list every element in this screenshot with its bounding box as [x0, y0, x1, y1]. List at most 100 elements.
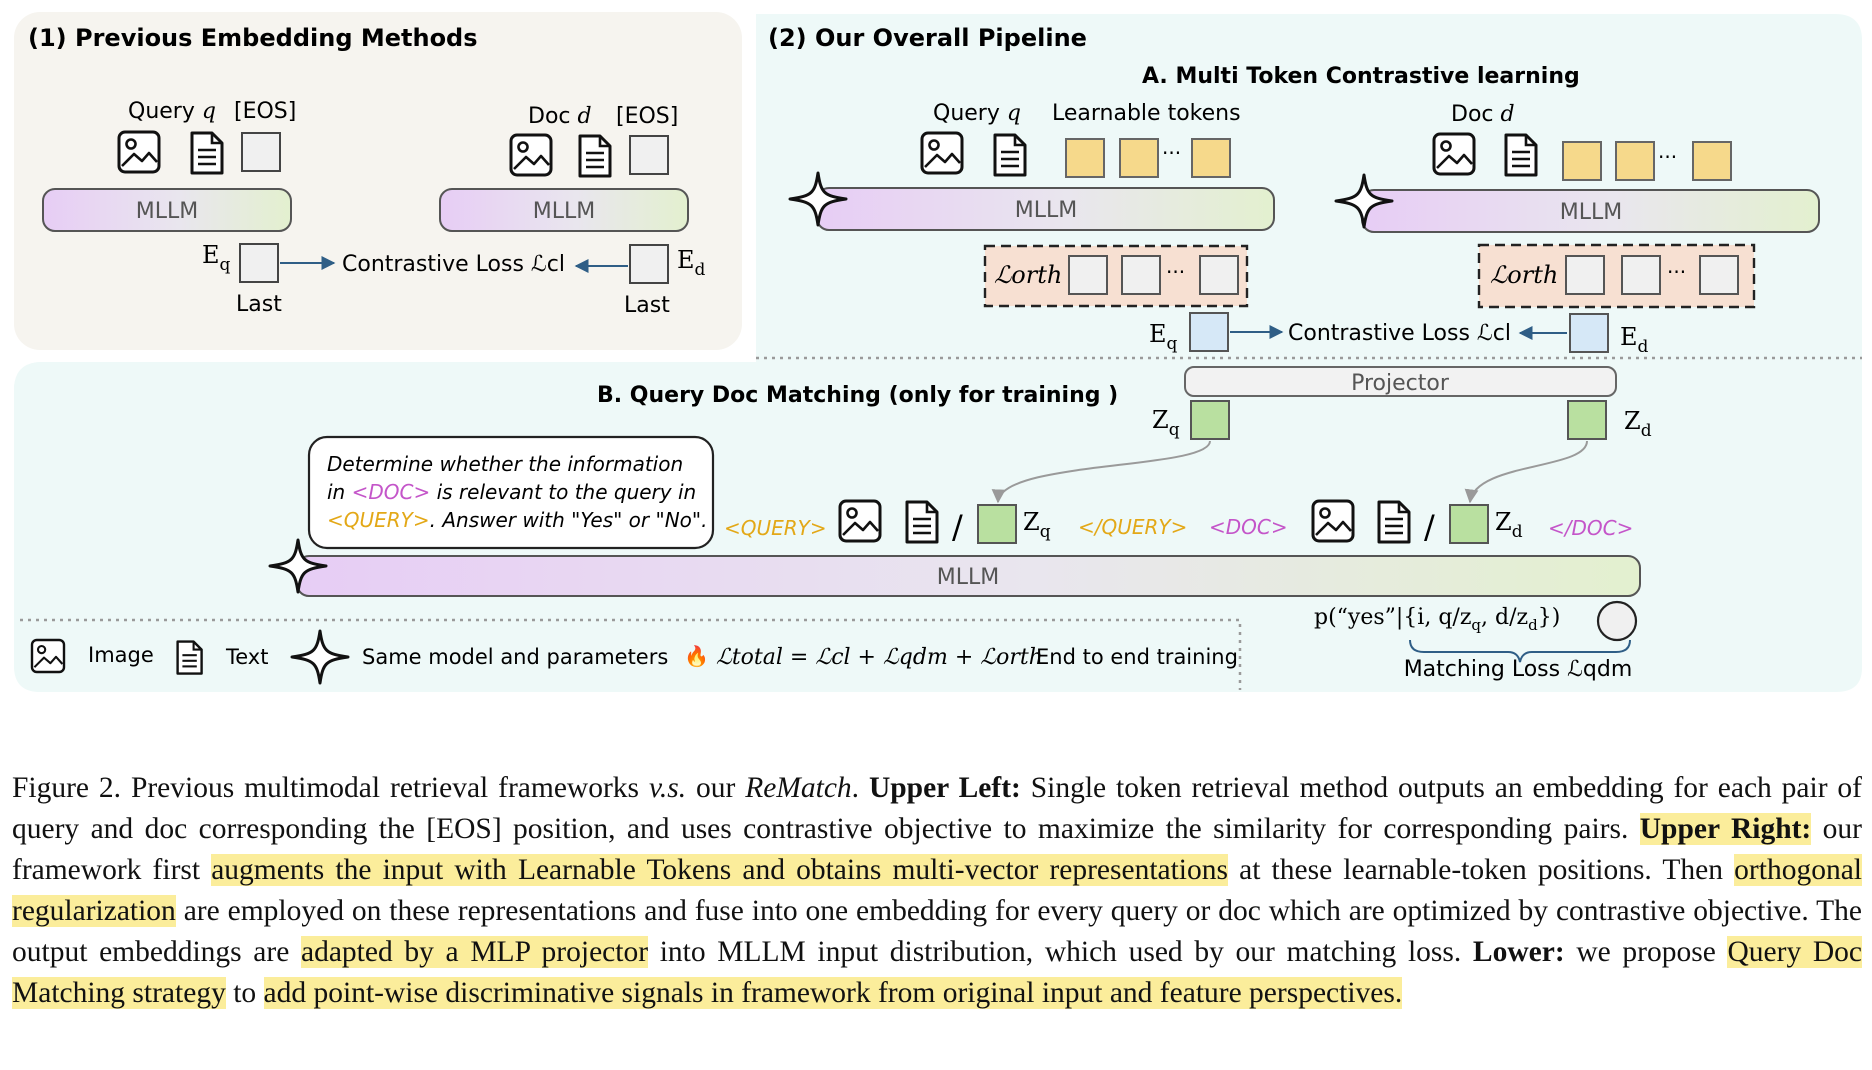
ellipsis: ···	[1667, 260, 1686, 284]
caption-upper-right-label: Upper Right:	[1639, 813, 1812, 845]
caption-highlight: adapted by a MLP projector	[300, 936, 649, 968]
multi-ed-label: Ed	[1620, 323, 1649, 357]
zd-token-input	[1449, 504, 1489, 544]
tag-doc-open: <DOC>	[1209, 515, 1288, 539]
image-icon	[117, 130, 161, 174]
pipeline-figure: (1) Previous Embedding Methods (2) Our O…	[14, 12, 1862, 692]
learnable-token	[1562, 141, 1602, 181]
zd-token-top	[1567, 400, 1607, 440]
learnable-tokens-label: Learnable tokens	[1052, 101, 1241, 126]
projector-label: Projector	[1351, 371, 1450, 396]
tag-doc-close: </DOC>	[1548, 516, 1633, 540]
multi-mllm-right-label: MLLM	[1560, 200, 1622, 225]
learnable-token	[1615, 141, 1655, 181]
legend-total-loss: ℒtotal = ℒcl + ℒqdm + ℒorth	[716, 645, 1043, 670]
image-icon	[509, 133, 553, 177]
multi-query-label: Query q	[933, 101, 1021, 126]
projector-box	[1184, 366, 1617, 397]
text-doc-icon	[905, 500, 939, 544]
orth-token	[1121, 255, 1161, 295]
caption-method-name: ReMatch	[745, 772, 852, 804]
ellipsis: ···	[1166, 260, 1185, 284]
image-icon	[1432, 132, 1476, 176]
prev-eos-token-right	[629, 135, 669, 175]
slash: /	[1424, 508, 1435, 546]
legend-e2e-label: End to end training	[1036, 645, 1238, 669]
multi-eq-label: Eq	[1149, 320, 1178, 354]
matching-mllm-label: MLLM	[937, 565, 999, 590]
caption-fig-number: Figure 2.	[12, 772, 122, 804]
prompt-line-2: in <DOC> is relevant to the query in	[327, 480, 696, 504]
image-icon	[30, 638, 66, 674]
matching-loss-label: Matching Loss ℒqdm	[1404, 657, 1633, 682]
zd-label-input: Zd	[1495, 508, 1523, 542]
orth-token	[1621, 255, 1661, 295]
ours-panel-title: (2) Our Overall Pipeline	[768, 24, 1087, 52]
legend-image-label: Image	[88, 643, 154, 667]
orth-token	[1699, 255, 1739, 295]
yes-output-node	[1596, 600, 1638, 642]
prev-eq-label: Eq	[202, 241, 231, 275]
image-icon	[920, 131, 964, 175]
image-icon	[838, 499, 882, 543]
ellipsis: ···	[1658, 145, 1677, 169]
prompt-line-1: Determine whether the information	[327, 452, 683, 476]
multi-mllm-left-label: MLLM	[1015, 198, 1077, 223]
prev-eq-token	[239, 243, 279, 283]
text-doc-icon	[176, 640, 203, 675]
learnable-token	[1065, 138, 1105, 178]
multi-doc-label: Doc d	[1451, 102, 1515, 127]
caption-upper-left-label: Upper Left:	[868, 772, 1021, 804]
section-a-title: A. Multi Token Contrastive learning	[1142, 64, 1580, 89]
zd-label-top: Zd	[1624, 407, 1652, 441]
prev-eos-right: [EOS]	[616, 104, 678, 129]
orth-left-label: ℒorth	[994, 261, 1062, 289]
learnable-token	[1191, 138, 1231, 178]
text-doc-icon	[190, 131, 224, 175]
prev-contrastive-loss: Contrastive Loss ℒcl	[342, 252, 565, 277]
yes-probability: p(“yes”|{i, q/zq, d/zd})	[1314, 605, 1560, 634]
prev-ed-token	[629, 244, 669, 284]
prev-panel-bg	[14, 12, 742, 350]
legend-text-label: Text	[225, 645, 268, 669]
prev-panel-title: (1) Previous Embedding Methods	[28, 24, 478, 52]
multi-ed-token	[1569, 313, 1609, 353]
orth-right-label: ℒorth	[1490, 261, 1558, 289]
orth-token	[1199, 255, 1239, 295]
text-doc-icon	[1377, 500, 1411, 544]
zq-label-input: Zq	[1023, 508, 1051, 542]
caption-highlight: augments the input with Learnable Tokens…	[211, 854, 1228, 886]
prev-mllm-right	[439, 188, 689, 232]
text-doc-icon	[578, 134, 612, 178]
legend-separator	[20, 618, 1242, 690]
prev-eos-token-left	[241, 132, 281, 172]
text-doc-icon	[1504, 133, 1538, 177]
multi-eq-token	[1189, 312, 1229, 352]
prev-last-left: Last	[236, 292, 282, 317]
figure-caption: Figure 2. Previous multimodal retrieval …	[12, 772, 1863, 1009]
zq-token-top	[1190, 400, 1230, 440]
learnable-token	[1119, 138, 1159, 178]
slash: /	[952, 508, 963, 546]
tag-query-close: </QUERY>	[1078, 515, 1187, 539]
prev-query-label: Query q	[128, 99, 216, 124]
multi-contrastive-loss: Contrastive Loss ℒcl	[1288, 321, 1511, 346]
prev-last-right: Last	[624, 293, 670, 318]
prev-mllm-left-label: MLLM	[136, 199, 198, 224]
ellipsis: ···	[1162, 141, 1181, 165]
caption-lower-label: Lower:	[1472, 936, 1565, 968]
prev-mllm-left	[42, 188, 292, 232]
prev-ed-label: Ed	[677, 246, 706, 280]
zq-label-top: Zq	[1152, 406, 1180, 440]
zq-token-input	[977, 504, 1017, 544]
tag-query-open: <QUERY>	[724, 516, 827, 540]
prompt-box	[307, 435, 715, 550]
matching-brace	[1409, 639, 1631, 663]
legend-same-model-label: Same model and parameters	[362, 645, 668, 669]
prev-doc-label: Doc d	[528, 104, 592, 129]
learnable-token	[1692, 141, 1732, 181]
caption-highlight: add point-wise discriminative signals in…	[263, 977, 1403, 1009]
text-doc-icon	[993, 133, 1027, 177]
orth-token	[1565, 255, 1605, 295]
fire-icon: 🔥	[684, 644, 709, 668]
